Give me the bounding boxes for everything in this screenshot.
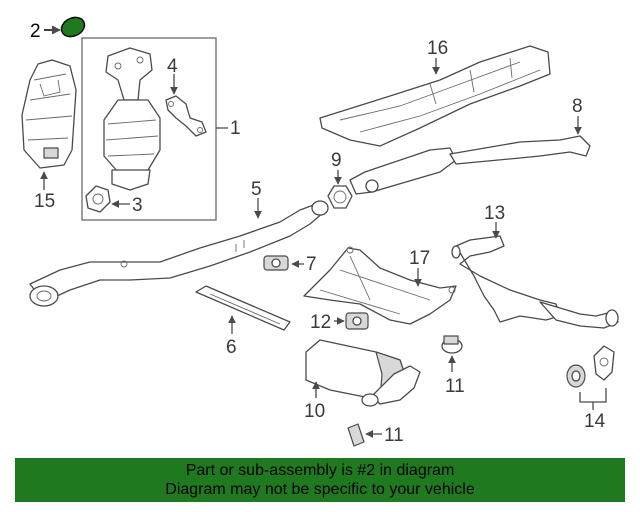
heat-shield-part-17[interactable] xyxy=(303,246,457,325)
callout-15: 15 xyxy=(34,191,55,212)
hanger-part-12[interactable] xyxy=(345,312,369,330)
hanger-part-14-left[interactable] xyxy=(566,364,586,388)
clamp-part-11-lower[interactable] xyxy=(347,423,365,447)
assembly-box-part-1 xyxy=(81,37,217,221)
callout-2: 2 xyxy=(30,21,41,42)
clamp-part-11-upper[interactable] xyxy=(441,335,463,354)
catalytic-converter-part-1[interactable] xyxy=(103,47,161,191)
gasket-part-2[interactable] xyxy=(58,14,87,40)
gasket-part-9[interactable] xyxy=(327,185,353,209)
callout-7: 7 xyxy=(306,254,317,275)
callout-1: 1 xyxy=(230,118,241,139)
hanger-part-7[interactable] xyxy=(263,255,289,271)
gasket-part-3[interactable] xyxy=(85,185,111,213)
callout-3: 3 xyxy=(132,195,143,216)
heat-shield-part-15[interactable] xyxy=(21,59,77,169)
callout-16: 16 xyxy=(427,38,448,59)
banner-line-2: Diagram may not be specific to your vehi… xyxy=(165,481,475,498)
callout-17: 17 xyxy=(409,248,430,269)
callout-5: 5 xyxy=(251,179,262,200)
callout-11-upper: 11 xyxy=(445,376,465,397)
hanger-part-14-right[interactable] xyxy=(593,345,615,381)
front-pipe-part-5[interactable] xyxy=(29,200,329,307)
bracket-part-4[interactable] xyxy=(165,95,207,137)
callout-12: 12 xyxy=(310,312,331,333)
muffler-part-10[interactable] xyxy=(305,339,421,407)
callout-4: 4 xyxy=(167,56,178,77)
callout-11-lower: 11 xyxy=(384,425,404,446)
heat-shield-part-6[interactable] xyxy=(195,285,291,331)
callout-2-group: 2 xyxy=(30,14,87,42)
callout-14: 14 xyxy=(584,411,606,432)
callout-10: 10 xyxy=(304,401,325,422)
callout-6: 6 xyxy=(226,337,237,358)
callout-8: 8 xyxy=(572,96,583,117)
banner-line-1: Part or sub-assembly is #2 in diagram xyxy=(185,462,455,479)
resonator-part-8[interactable] xyxy=(349,135,591,195)
info-banner: Part or sub-assembly is #2 in diagram Di… xyxy=(15,458,625,502)
callout-14-bracket xyxy=(579,388,607,403)
callout-9: 9 xyxy=(331,150,342,171)
heat-shield-part-16[interactable] xyxy=(319,45,551,147)
callout-13: 13 xyxy=(484,203,505,224)
muffler-part-13[interactable] xyxy=(451,235,619,329)
